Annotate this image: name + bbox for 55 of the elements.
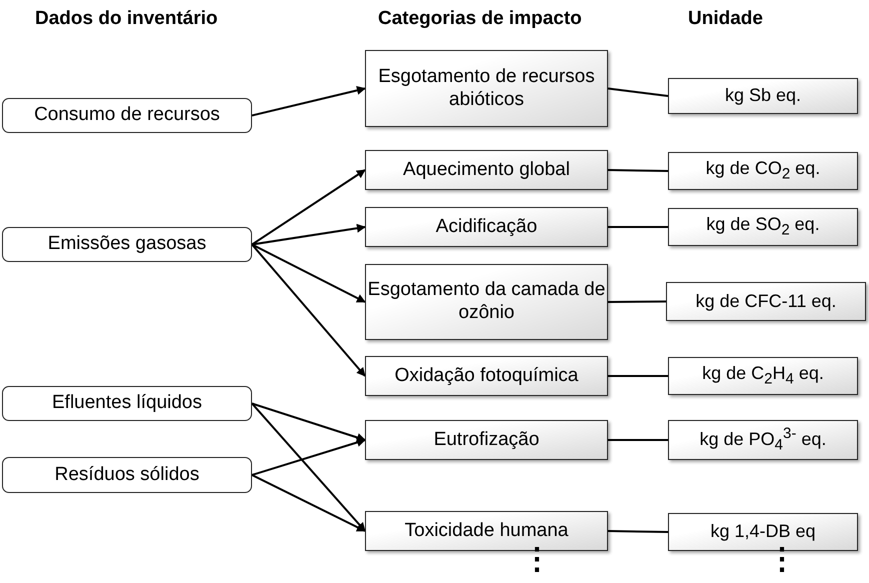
node-label: kg de CO$_{2}$ eq.: [706, 158, 820, 184]
arrow: [252, 438, 366, 476]
ellipsis: ⋮: [522, 545, 552, 575]
impact-category-box: [365, 150, 608, 190]
connector-line: [608, 169, 668, 172]
impact-category-box: [365, 50, 608, 127]
inventory-box: [2, 386, 252, 421]
impact-category-box: [365, 420, 608, 460]
connector-line: [608, 375, 668, 377]
unit-box: [668, 208, 858, 246]
inventory-box: [2, 457, 252, 493]
impact-category-box: [365, 356, 608, 396]
arrow: [251, 169, 366, 246]
inventory-box: [2, 227, 252, 262]
node-label: Eutrofização: [434, 428, 540, 452]
arrow: [252, 474, 366, 532]
impact-category-box: [365, 264, 608, 340]
inventory-box: [2, 98, 252, 133]
node-label: kg de SO$_{2}$ eq.: [706, 214, 820, 240]
connector-line: [608, 88, 668, 97]
column-heading: Categorias de impacto: [378, 8, 582, 30]
node-label: kg Sb eq.: [724, 85, 802, 107]
unit-box: [668, 357, 858, 395]
column-heading: Unidade: [688, 8, 763, 30]
node-label: Toxicidade humana: [404, 520, 568, 542]
unit-box: [666, 282, 866, 321]
node-label: Acidificação: [436, 216, 538, 238]
connector-line: [608, 300, 666, 303]
arrow: [251, 244, 366, 377]
node-label: Emissões gasosas: [48, 233, 206, 256]
node-label: Efluentes líquidos: [52, 392, 202, 415]
node-label: Consumo de recursos: [34, 104, 220, 127]
node-label: Oxidação fotoquímica: [394, 364, 578, 388]
connector-line: [608, 530, 668, 533]
arrow: [252, 402, 366, 442]
node-label: kg de C$_{2}$H$_{4}$ eq.: [702, 363, 824, 389]
unit-box: [668, 420, 858, 460]
unit-box: [668, 152, 858, 190]
connector-line: [608, 439, 668, 441]
node-label: kg de CFC-11 eq.: [696, 290, 836, 312]
column-heading: Dados do inventário: [35, 8, 218, 30]
node-label: kg 1,4-DB eq: [710, 521, 816, 543]
node-label: kg de PO$_{4}$$^{3-}$ eq.: [700, 425, 826, 455]
arrow: [252, 244, 366, 303]
arrow: [251, 402, 366, 532]
node-label: Esgotamento da camada de ozônio: [366, 279, 606, 325]
node-label: Resíduos sólidos: [54, 464, 200, 486]
node-label: Aquecimento global: [403, 158, 570, 182]
node-label: Esgotamento de recursos abióticos: [377, 66, 596, 112]
unit-box: [668, 78, 858, 114]
connector-line: [608, 226, 668, 228]
arrow: [252, 224, 366, 246]
impact-category-box: [365, 207, 608, 247]
ellipsis: ⋮: [767, 545, 797, 575]
arrow: [252, 86, 366, 116]
